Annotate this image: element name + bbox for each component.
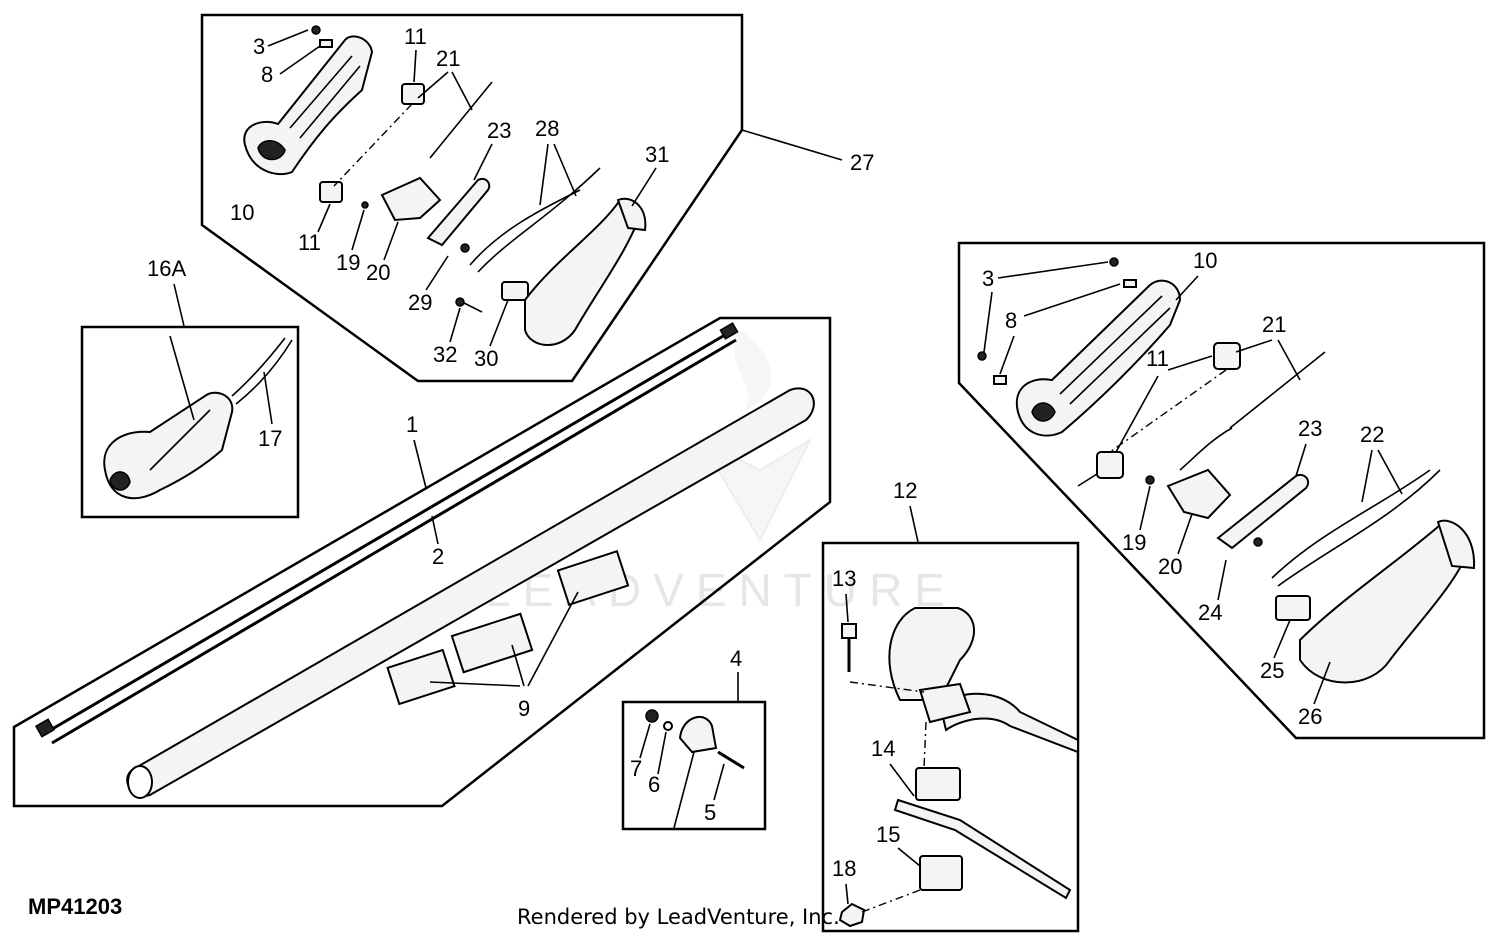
callout-7: 7	[630, 756, 642, 781]
watermark-text: LEADVENTURE	[485, 564, 957, 616]
callout-20-right: 20	[1158, 554, 1182, 579]
callout-9: 9	[518, 696, 530, 721]
callout-11-right: 11	[1146, 346, 1169, 371]
callout-8-right: 8	[1005, 308, 1017, 333]
callout-11-top-b: 11	[298, 230, 321, 255]
callout-11-top-a: 11	[404, 24, 427, 49]
callout-6: 6	[648, 772, 660, 797]
callout-15: 15	[876, 822, 900, 847]
shaft-assembly	[12, 316, 832, 808]
callout-19-right: 19	[1122, 530, 1146, 555]
callout-18: 18	[832, 856, 856, 881]
callout-22-right: 22	[1360, 422, 1384, 447]
callout-10-right: 10	[1193, 248, 1217, 273]
callout-24-right: 24	[1198, 600, 1222, 625]
callout-3-right: 3	[982, 266, 994, 291]
callout-30-top: 30	[474, 346, 498, 371]
render-credit: Rendered by LeadVenture, Inc.	[517, 905, 840, 929]
callout-19-top: 19	[336, 250, 360, 275]
callout-16a: 16A	[147, 256, 186, 281]
callout-23-top: 23	[487, 118, 511, 143]
right-handle-assembly	[957, 241, 1486, 740]
callout-10-top: 10	[230, 200, 254, 225]
callout-8-top: 8	[261, 62, 273, 87]
callout-13: 13	[832, 566, 856, 591]
callout-20-top: 20	[366, 260, 390, 285]
callout-29-top: 29	[408, 290, 432, 315]
loop-handle-box	[821, 541, 1080, 933]
bracket-box	[621, 700, 767, 831]
callout-3-top: 3	[253, 34, 265, 59]
callout-1: 1	[406, 412, 418, 437]
callout-26-right: 26	[1298, 704, 1322, 729]
callout-17: 17	[258, 426, 282, 451]
callout-32-top: 32	[433, 342, 457, 367]
callout-12: 12	[893, 478, 917, 503]
handle-16a-box	[80, 325, 300, 519]
callout-28-top: 28	[535, 116, 559, 141]
callout-2: 2	[432, 544, 444, 569]
callout-21-right: 21	[1262, 312, 1286, 337]
callout-4: 4	[730, 646, 742, 671]
callout-27: 27	[850, 150, 874, 175]
callout-31-top: 31	[645, 142, 669, 167]
callout-21-top: 21	[436, 46, 460, 71]
callout-25-right: 25	[1260, 658, 1284, 683]
callout-23-right: 23	[1298, 416, 1322, 441]
callout-14: 14	[871, 736, 895, 761]
figure-id: MP41203	[28, 894, 122, 919]
top-handle-assembly	[200, 13, 843, 383]
callout-5: 5	[704, 800, 716, 825]
